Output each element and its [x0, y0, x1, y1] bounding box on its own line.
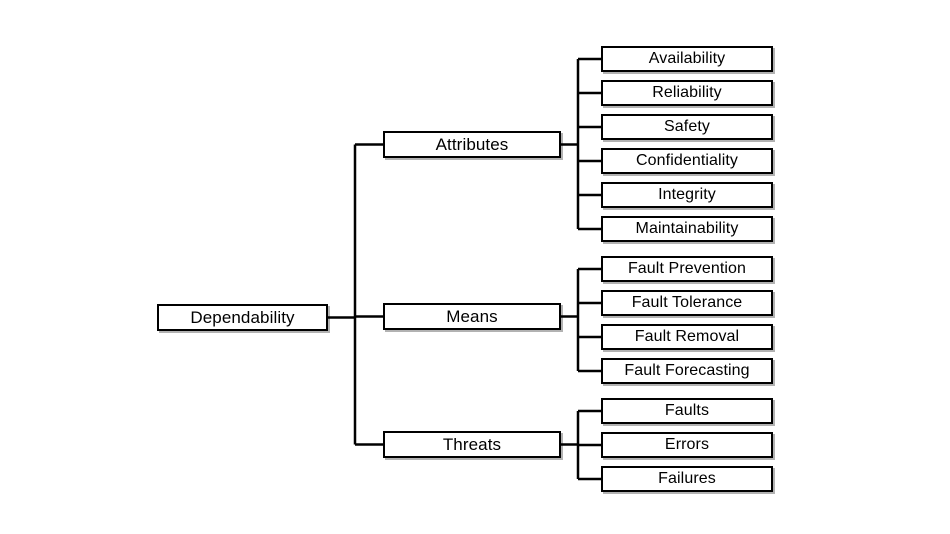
node-reliability[interactable]: Reliability: [601, 80, 773, 106]
node-faults[interactable]: Faults: [601, 398, 773, 424]
node-integrity[interactable]: Integrity: [601, 182, 773, 208]
node-label: Integrity: [658, 186, 716, 203]
node-label: Errors: [664, 436, 710, 453]
node-failures[interactable]: Failures: [601, 466, 773, 492]
node-fault-prevention[interactable]: Fault Prevention: [601, 256, 773, 282]
node-threats[interactable]: Threats: [383, 431, 561, 458]
node-availability[interactable]: Availability: [601, 46, 773, 72]
node-label: Reliability: [652, 84, 722, 101]
node-label: Threats: [442, 435, 502, 454]
node-label: Fault Forecasting: [624, 362, 750, 379]
node-maintainability[interactable]: Maintainability: [601, 216, 773, 242]
node-means[interactable]: Means: [383, 303, 561, 330]
node-label: Fault Tolerance: [631, 294, 743, 311]
node-label: Maintainability: [635, 220, 739, 237]
node-fault-tolerance[interactable]: Fault Tolerance: [601, 290, 773, 316]
node-label: Fault Removal: [634, 328, 740, 345]
node-label: Fault Prevention: [627, 260, 747, 277]
node-safety[interactable]: Safety: [601, 114, 773, 140]
node-label: Dependability: [190, 308, 295, 327]
node-confidentiality[interactable]: Confidentiality: [601, 148, 773, 174]
node-label: Faults: [664, 402, 710, 419]
node-errors[interactable]: Errors: [601, 432, 773, 458]
node-fault-forecasting[interactable]: Fault Forecasting: [601, 358, 773, 384]
node-attributes[interactable]: Attributes: [383, 131, 561, 158]
node-label: Failures: [658, 470, 716, 487]
node-dependability[interactable]: Dependability: [157, 304, 328, 331]
node-label: Safety: [664, 118, 710, 135]
node-label: Attributes: [435, 135, 509, 154]
node-label: Confidentiality: [636, 152, 738, 169]
node-label: Availability: [648, 50, 726, 67]
node-label: Means: [446, 307, 498, 326]
node-fault-removal[interactable]: Fault Removal: [601, 324, 773, 350]
